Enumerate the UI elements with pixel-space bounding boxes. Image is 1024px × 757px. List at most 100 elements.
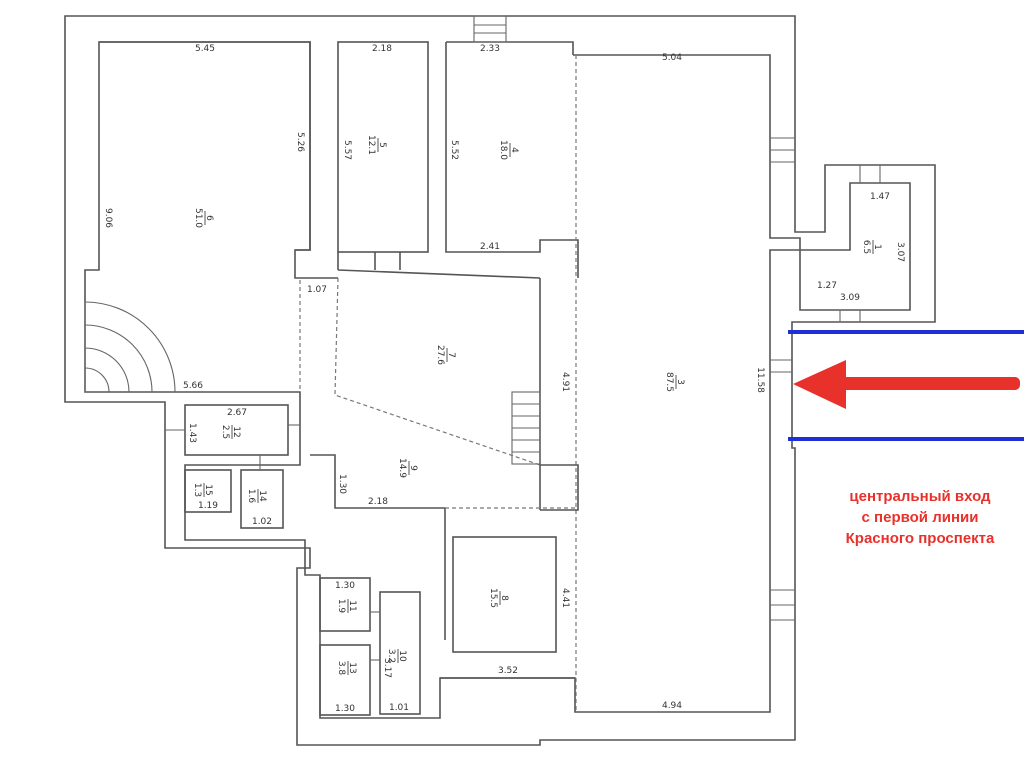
dimension-label: 5.45 — [195, 44, 215, 54]
entrance-arrow-shaft — [840, 377, 1020, 390]
outer-wall — [64, 15, 936, 746]
room-6-arc-2 — [84, 324, 153, 393]
svg-text:3: 3 — [675, 379, 685, 385]
entrance-annotation-line-1: центральный вход — [849, 488, 991, 505]
room-6-arc-3 — [84, 347, 130, 393]
svg-text:27.6: 27.6 — [435, 345, 445, 365]
room-label-4: 4 18.0 — [498, 140, 519, 160]
room-label-3: 3 87.5 — [664, 372, 685, 392]
dimension-label: 1.02 — [252, 517, 272, 527]
svg-text:8: 8 — [499, 595, 509, 601]
entrance-annotation-line-3: Красного проспекта — [845, 530, 995, 547]
room-8-wall — [452, 536, 557, 653]
room-6-wall — [99, 41, 311, 251]
svg-text:14.9: 14.9 — [397, 458, 407, 478]
room-11-wall — [319, 577, 371, 632]
dimension-label: 2.18 — [368, 497, 388, 507]
svg-text:3.2: 3.2 — [386, 649, 396, 663]
room-9-inner — [540, 464, 579, 511]
room-label-14: 14 1.6 — [246, 489, 267, 504]
svg-text:1.9: 1.9 — [336, 599, 346, 614]
svg-text:12: 12 — [231, 426, 241, 437]
dimension-label: 1.30 — [335, 704, 355, 714]
svg-text:5: 5 — [377, 142, 387, 148]
dimension-label: 1.07 — [307, 285, 327, 295]
svg-text:3.8: 3.8 — [336, 661, 346, 676]
dimension-label: 1.47 — [870, 192, 890, 202]
room-7-wall — [337, 252, 541, 279]
dimension-label: 5.04 — [662, 53, 682, 63]
room-4-wall — [445, 41, 579, 278]
inner-wall — [84, 41, 911, 719]
room-label-15: 15 1.3 — [192, 483, 213, 497]
svg-text:15: 15 — [203, 484, 213, 495]
dimension-label: 2.33 — [480, 44, 500, 54]
room-label-8: 8 15.5 — [488, 588, 509, 608]
svg-text:87.5: 87.5 — [664, 372, 674, 392]
dimension-label: 1.30 — [337, 474, 347, 494]
dimension-label: 9.06 — [103, 208, 113, 228]
room-label-6: 6 51.0 — [193, 208, 214, 228]
svg-text:51.0: 51.0 — [193, 208, 203, 228]
dimension-label: 5.52 — [449, 140, 459, 160]
door-ticks — [165, 137, 881, 661]
dimension-label: 11.58 — [755, 367, 765, 393]
svg-text:18.0: 18.0 — [498, 140, 508, 160]
svg-text:6: 6 — [204, 215, 214, 221]
svg-text:13: 13 — [347, 662, 357, 673]
dimension-label: 1.30 — [335, 581, 355, 591]
dimension-label: 3.07 — [895, 242, 905, 262]
room-label-13: 12 2.5 — [220, 425, 241, 439]
dimension-label: 4.91 — [560, 372, 570, 392]
entrance-arrow-icon — [793, 360, 846, 409]
svg-text:14: 14 — [257, 490, 267, 502]
room-label-10: 10 3.2 — [386, 649, 407, 663]
room-label-7: 7 27.6 — [435, 345, 456, 365]
svg-text:6.5: 6.5 — [861, 240, 871, 254]
room-5-wall — [337, 41, 429, 253]
dimension-label: 5.26 — [295, 132, 305, 152]
svg-text:1.6: 1.6 — [246, 489, 256, 504]
room-6-arc-1 — [84, 301, 176, 393]
dimension-label: 1.27 — [817, 281, 837, 291]
dimension-label: 5.57 — [342, 140, 352, 160]
dimension-label: 2.67 — [227, 408, 247, 418]
dimension-label: 3.09 — [840, 293, 860, 303]
room-15-wall — [184, 469, 232, 513]
room-10-wall — [379, 591, 421, 715]
svg-text:10: 10 — [397, 650, 407, 662]
dimension-label: 5.66 — [183, 381, 203, 391]
svg-text:11: 11 — [347, 600, 357, 611]
svg-text:2.5: 2.5 — [220, 425, 230, 439]
svg-text:12.1: 12.1 — [366, 135, 376, 155]
room-label-5: 5 12.1 — [366, 135, 387, 155]
entrance-annotation: центральный вход с первой линии Красного… — [800, 486, 1024, 549]
room-label-9: 9 14.9 — [397, 458, 418, 478]
dimension-label: 2.18 — [372, 44, 392, 54]
svg-text:9: 9 — [408, 465, 418, 471]
dimension-label: 4.41 — [560, 588, 570, 608]
room-14-wall — [240, 469, 284, 529]
room-12-wall — [319, 644, 371, 716]
svg-text:1: 1 — [872, 244, 882, 250]
room-9-wall — [310, 454, 446, 640]
entrance-annotation-line-2: с первой линии — [861, 509, 979, 526]
dimension-label: 4.94 — [662, 701, 682, 711]
dimension-label: 3.52 — [498, 666, 518, 676]
room-label-11: 11 1.9 — [336, 599, 357, 614]
dimension-label: 1.19 — [198, 501, 218, 511]
svg-text:4: 4 — [509, 147, 519, 153]
svg-text:15.5: 15.5 — [488, 588, 498, 608]
room-7-dashed — [334, 277, 541, 466]
dimension-label: 3.17 — [382, 658, 392, 678]
dimension-label: 1.43 — [187, 423, 197, 443]
room-label-1: 1 6.5 — [861, 240, 882, 254]
room-6-arc-4 — [84, 367, 110, 393]
stair-top — [473, 15, 507, 43]
room-label-12: 13 3.8 — [336, 661, 357, 676]
dimension-label: 2.41 — [480, 242, 500, 252]
svg-text:1.3: 1.3 — [192, 483, 202, 497]
dimension-label: 1.01 — [389, 703, 409, 713]
svg-text:7: 7 — [446, 352, 456, 358]
